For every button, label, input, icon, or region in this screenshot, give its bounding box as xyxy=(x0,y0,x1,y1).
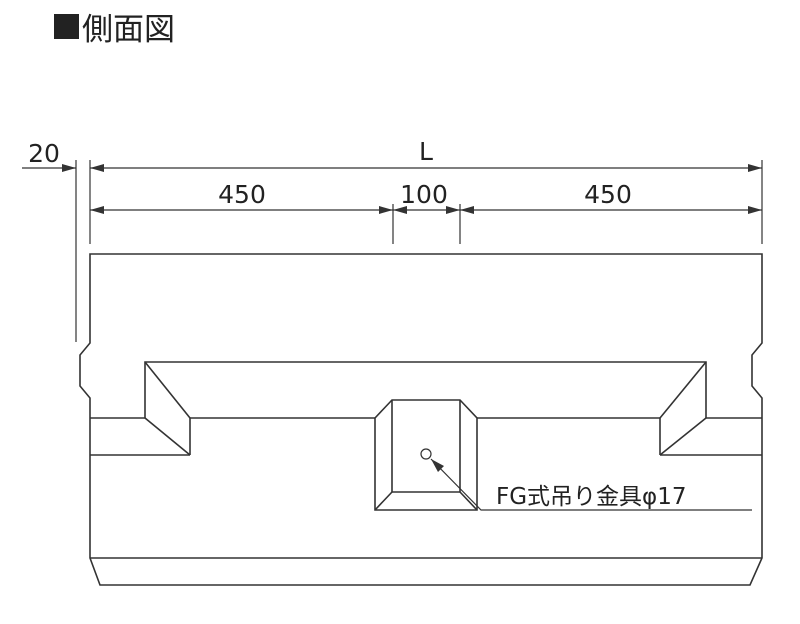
dimension-arrow-icon xyxy=(748,206,762,214)
dimension-arrow-icon xyxy=(748,164,762,172)
dimension-arrow-icon xyxy=(90,206,104,214)
title-square-marker-icon xyxy=(54,13,79,39)
diagram-title: 側面図 xyxy=(54,6,175,48)
dimension-arrow-icon xyxy=(379,206,393,214)
dimension-arrow-icon xyxy=(460,206,474,214)
lifting-hole-icon xyxy=(420,448,432,460)
callout-label: FG式吊り金具φ17 xyxy=(496,484,687,510)
dimension-arrow-icon xyxy=(446,206,460,214)
right-chamfer xyxy=(477,361,707,456)
dimension-overall-label: L xyxy=(419,137,433,166)
title-text: 側面図 xyxy=(82,11,175,48)
left-chamfer xyxy=(144,361,375,456)
callout-leader: FG式吊り金具φ17 xyxy=(430,458,752,511)
block-outline xyxy=(79,253,763,586)
leader-arrow-icon xyxy=(431,459,444,472)
dimension-arrow-icon xyxy=(62,164,76,172)
dimension-right-label: 450 xyxy=(584,180,632,209)
dimension-left-label: 450 xyxy=(218,180,266,209)
lifting-pocket xyxy=(374,399,478,511)
dimension-arrow-icon xyxy=(90,164,104,172)
dimension-segments: 450 100 450 xyxy=(90,180,762,244)
dimension-offset-label: 20 xyxy=(28,139,60,168)
dimension-overall: L xyxy=(89,137,763,244)
dimension-arrow-icon xyxy=(393,206,407,214)
dimension-center-label: 100 xyxy=(400,180,448,209)
top-recess xyxy=(90,361,762,456)
dimension-offset: 20 xyxy=(22,139,77,342)
